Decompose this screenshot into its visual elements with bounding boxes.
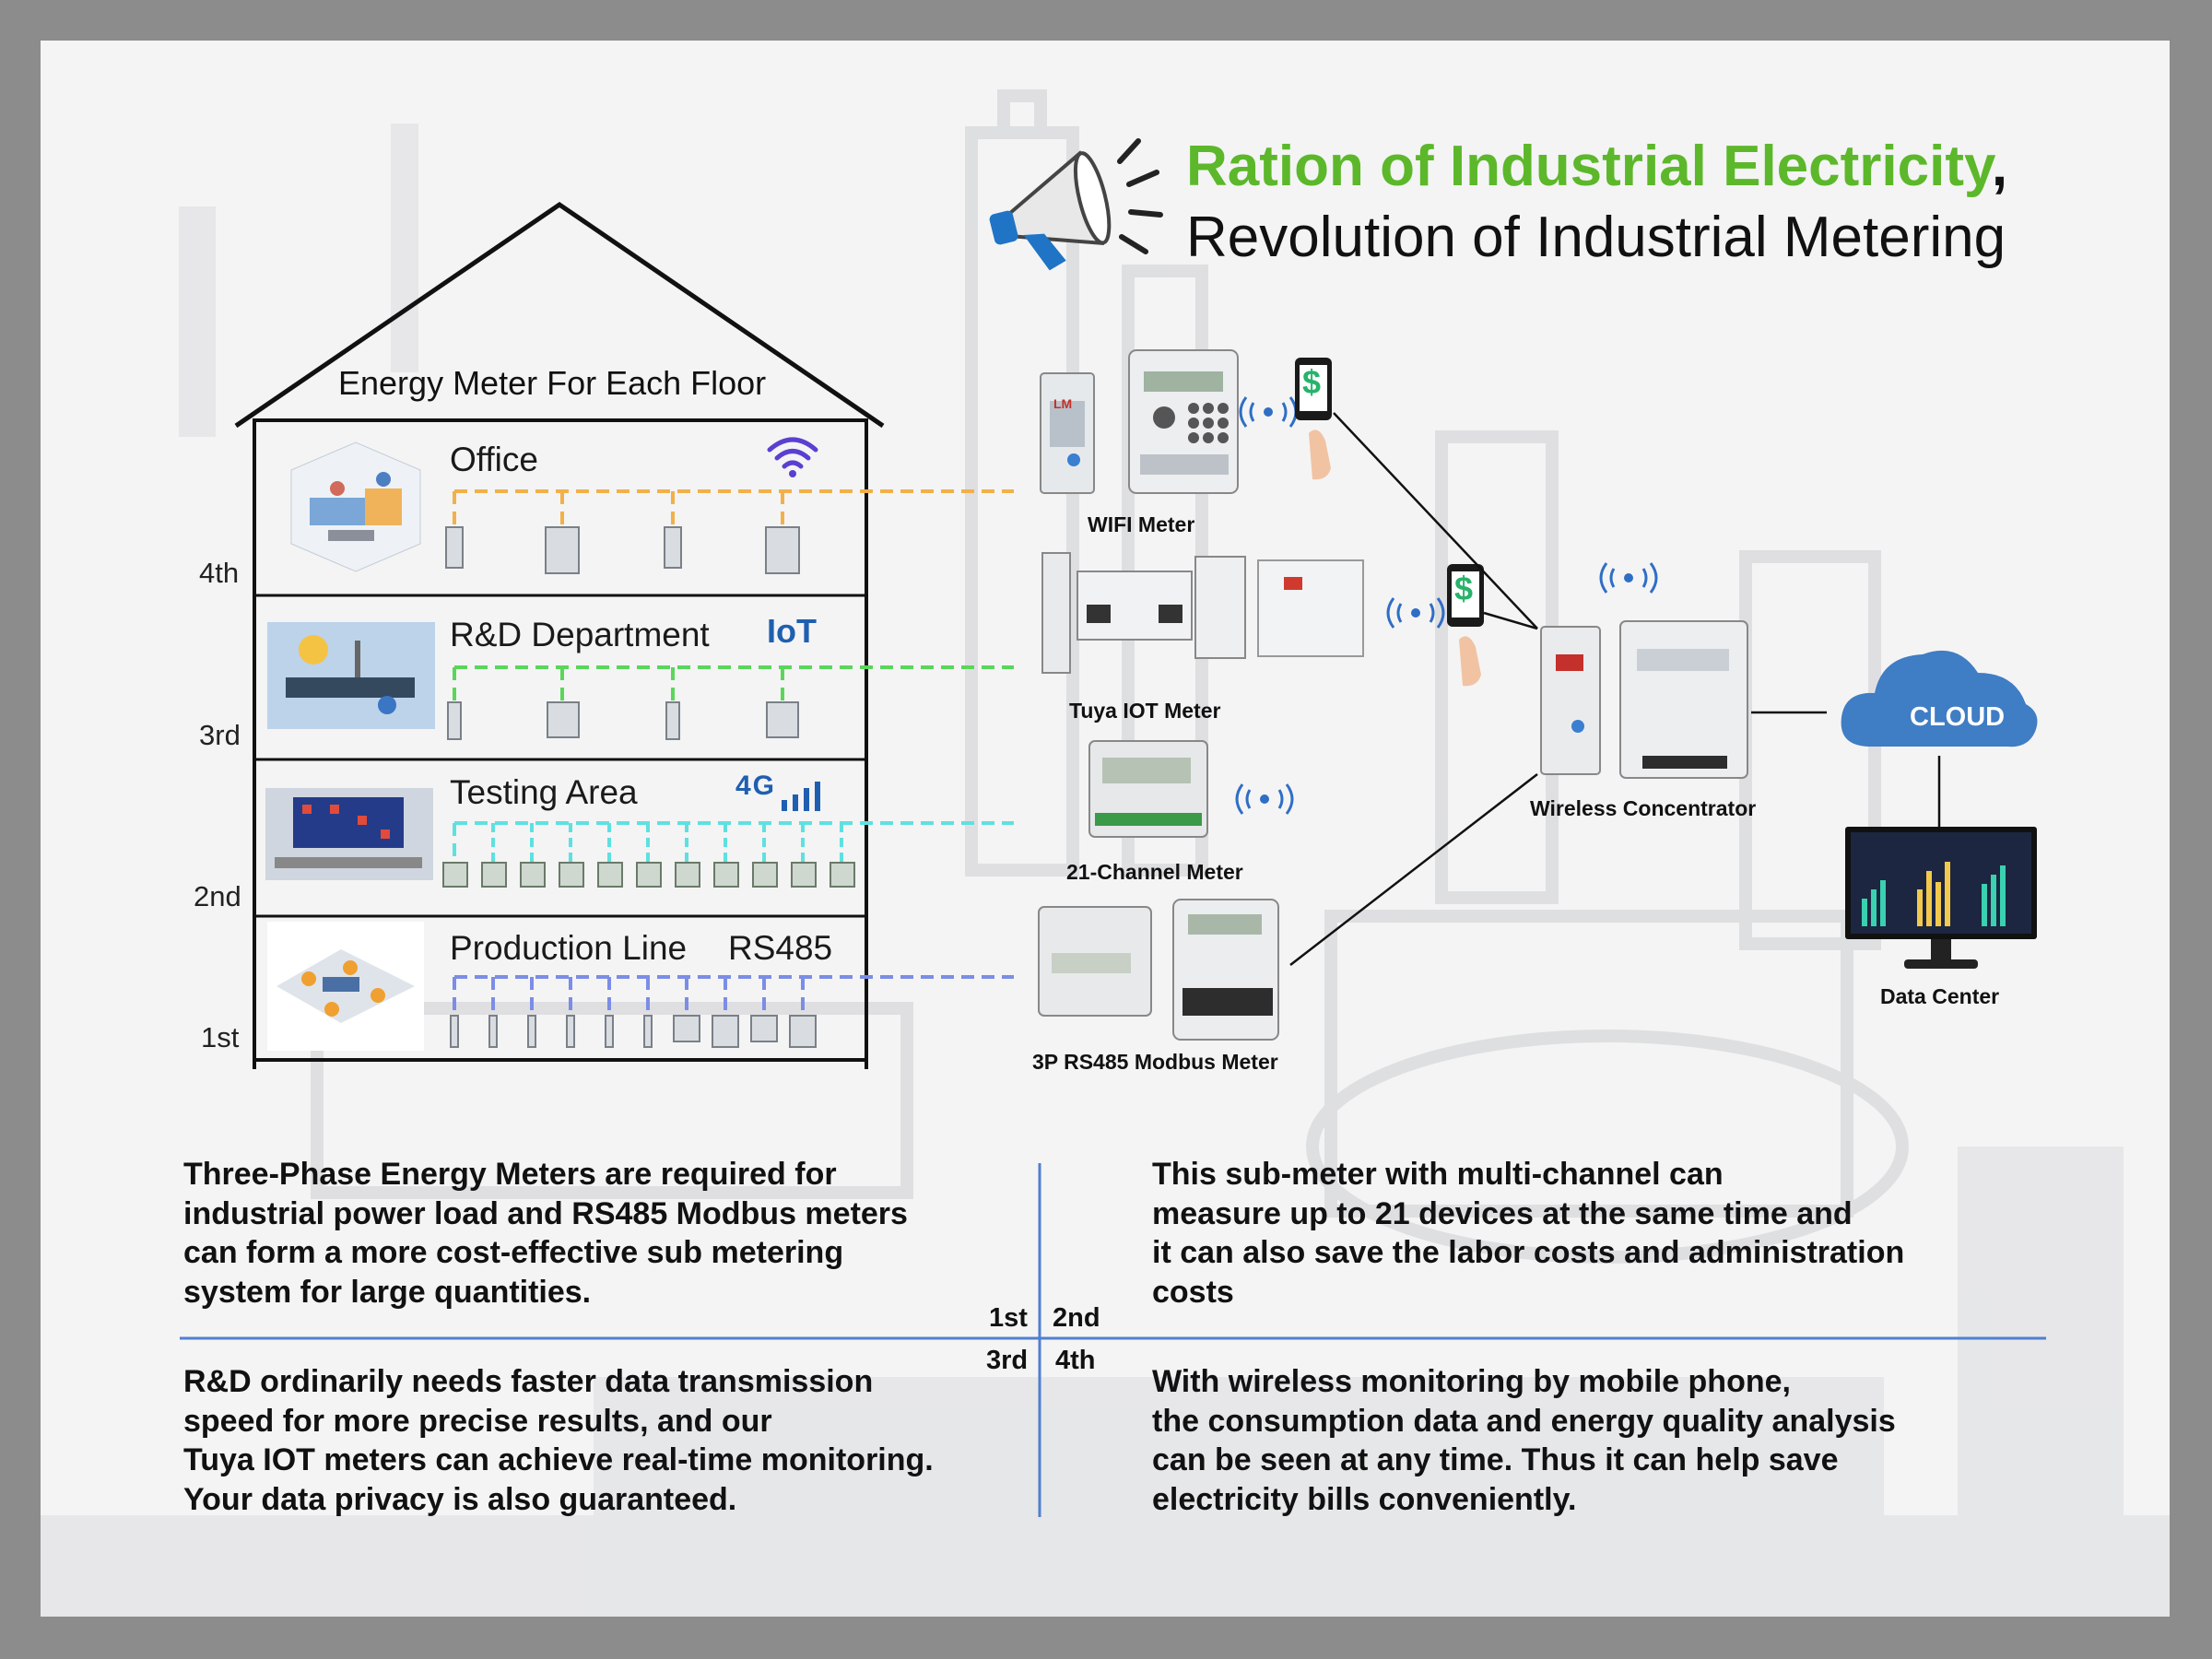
text-line: costs bbox=[1152, 1274, 1234, 1310]
modbus-meter-device bbox=[1038, 899, 1279, 1041]
rd-meters bbox=[447, 701, 799, 740]
quadrant-label-3rd: 3rd bbox=[986, 1346, 1029, 1375]
testing-meters bbox=[442, 862, 855, 888]
wifi-icon bbox=[767, 437, 818, 477]
text-line: Your data privacy is also guaranteed. bbox=[183, 1481, 737, 1517]
quadrant-text-3rd: R&D ordinarily needs faster data transmi… bbox=[183, 1362, 1031, 1519]
text-line: it can also save the labor costs and adm… bbox=[1152, 1235, 1905, 1270]
floor-level-1st: 1st bbox=[201, 1021, 240, 1053]
text-line: Tuya IOT meters can achieve real-time mo… bbox=[183, 1442, 934, 1477]
quadrant-label-2nd: 2nd bbox=[1053, 1303, 1100, 1333]
text-line: This sub-meter with multi-channel can bbox=[1152, 1157, 1724, 1192]
quadrant-label-1st: 1st bbox=[989, 1303, 1028, 1333]
iot-icon: IoT bbox=[767, 612, 817, 650]
rs485-label: RS485 bbox=[728, 929, 833, 967]
testing-room-illustration bbox=[265, 788, 433, 880]
text-line: can form a more cost-effective sub meter… bbox=[183, 1235, 844, 1270]
wireless-concentrator-device bbox=[1540, 620, 1748, 779]
data-center-monitor bbox=[1845, 827, 2037, 969]
text-line: R&D ordinarily needs faster data transmi… bbox=[183, 1364, 874, 1399]
production-meters bbox=[450, 1015, 817, 1048]
rd-room-illustration bbox=[267, 622, 435, 729]
text-line: system for large quantities. bbox=[183, 1274, 592, 1310]
room-rd-title: R&D Department bbox=[450, 616, 710, 653]
modbus-meter-label: 3P RS485 Modbus Meter bbox=[1032, 1050, 1278, 1074]
text-line: measure up to 21 devices at the same tim… bbox=[1152, 1195, 1853, 1231]
page-title: Ration of Industrial Electricity, bbox=[1186, 134, 2007, 199]
text-line: With wireless monitoring by mobile phone… bbox=[1152, 1364, 1791, 1399]
tuya-iot-meter-label: Tuya IOT Meter bbox=[1069, 699, 1221, 723]
cloud-icon bbox=[1841, 650, 2038, 747]
channel-meter-device bbox=[1088, 740, 1208, 838]
text-line: speed for more precise results, and our bbox=[183, 1403, 772, 1439]
room-production-title: Production Line bbox=[450, 929, 688, 967]
room-office-title: Office bbox=[450, 441, 538, 478]
signal-bars-icon bbox=[782, 782, 820, 811]
data-center-label: Data Center bbox=[1880, 984, 2000, 1008]
floor-level-2nd: 2nd bbox=[194, 880, 241, 912]
quadrant-label-4th: 4th bbox=[1055, 1346, 1096, 1375]
phone-dollar-symbol: $ bbox=[1454, 570, 1474, 607]
house-box bbox=[253, 418, 868, 1062]
tuya-iot-meter-device bbox=[1041, 552, 1364, 674]
wifi-meter-brand: LM bbox=[1053, 396, 1073, 411]
page-subtitle: Revolution of Industrial Metering bbox=[1186, 206, 2006, 269]
text-line: electricity bills conveniently. bbox=[1152, 1481, 1577, 1517]
title-comma: , bbox=[1991, 135, 2008, 198]
text-line: the consumption data and energy quality … bbox=[1152, 1403, 1896, 1439]
quadrant-text-1st: Three-Phase Energy Meters are required f… bbox=[183, 1155, 1013, 1312]
quadrant-text-2nd: This sub-meter with multi-channel can me… bbox=[1152, 1155, 2074, 1312]
floor-level-4th: 4th bbox=[199, 557, 240, 589]
office-meters bbox=[445, 526, 800, 574]
house-title: Energy Meter For Each Floor bbox=[338, 364, 767, 402]
concentrator-label: Wireless Concentrator bbox=[1530, 796, 1757, 820]
factory-silhouette bbox=[41, 89, 2170, 1617]
wifi-meter-device bbox=[1040, 349, 1239, 494]
wifi-meter-label: WIFI Meter bbox=[1088, 512, 1195, 536]
cloud-label: CLOUD bbox=[1910, 702, 2006, 732]
title-green: Ration of Industrial Electricity bbox=[1186, 135, 1992, 198]
office-room-illustration bbox=[290, 441, 421, 572]
megaphone-icon bbox=[989, 138, 1163, 271]
channel-meter-label: 21-Channel Meter bbox=[1066, 860, 1243, 884]
testing-network-line bbox=[453, 821, 1014, 862]
text-line: industrial power load and RS485 Modbus m… bbox=[183, 1195, 908, 1231]
signal-icons bbox=[1235, 396, 1658, 815]
floor-level-3rd: 3rd bbox=[199, 719, 241, 751]
lte-4g-icon: 4G bbox=[735, 771, 777, 801]
room-testing-title: Testing Area bbox=[450, 773, 638, 811]
phone-dollar-symbol: $ bbox=[1302, 363, 1322, 401]
production-room-illustration bbox=[267, 922, 424, 1051]
text-line: can be seen at any time. Thus it can hel… bbox=[1152, 1442, 1839, 1477]
text-line: Three-Phase Energy Meters are required f… bbox=[183, 1157, 837, 1192]
quadrant-text-4th: With wireless monitoring by mobile phone… bbox=[1152, 1362, 2074, 1519]
